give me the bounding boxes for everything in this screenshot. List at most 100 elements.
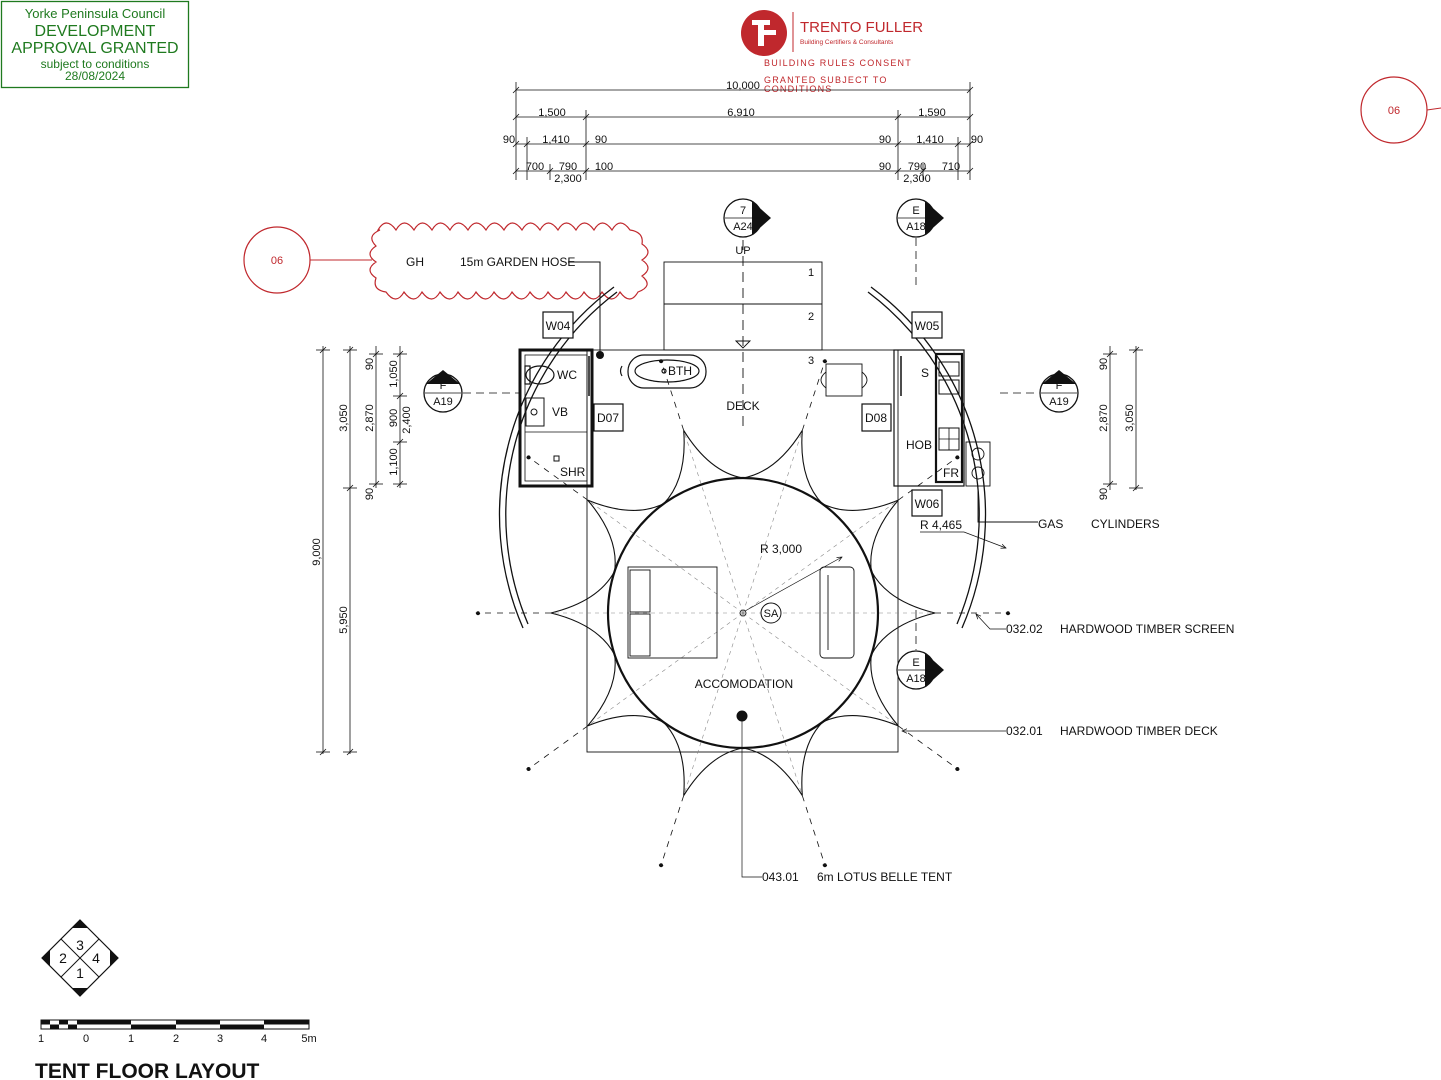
section-marker-e-a18-top: E A18 <box>896 198 944 290</box>
room-bth: BTH <box>668 364 692 378</box>
window-tag-w05: W05 <box>911 311 943 339</box>
dim-left: 1,500 <box>538 107 566 119</box>
tent-peg <box>1005 610 1011 616</box>
tent-spoke <box>587 612 744 727</box>
section-f-right-bottom: A19 <box>1049 396 1069 408</box>
stair-step-1: 1 <box>808 267 814 279</box>
dim-left-overall: 9,000 <box>311 538 323 566</box>
approval-stamp: Yorke Peninsula Council DEVELOPMENT APPR… <box>0 0 190 89</box>
tent-guy-rope <box>898 456 958 501</box>
section-marker-f-a19-right: F A19 <box>1000 370 1079 413</box>
dim-middle: 6,910 <box>727 107 755 119</box>
tent-guy-rope <box>660 360 685 431</box>
stairs-up-label: UP <box>735 245 750 257</box>
callout-tent: 043.01 6m LOTUS BELLE TENT <box>741 716 953 884</box>
revision-tag-left-label: 06 <box>271 255 283 267</box>
top-dimensions <box>512 82 974 180</box>
dim-left-b: 90 <box>364 488 376 500</box>
top-dimension-labels: 10,000 1,500 6,910 1,590 90 1,410 90 90 … <box>503 80 983 185</box>
section-7-bottom: A24 <box>733 221 753 233</box>
tent-guy-rope <box>801 360 826 431</box>
section-f-left-bottom: A19 <box>433 396 453 408</box>
screen-radius: R 4,465 <box>920 518 962 532</box>
bed <box>627 566 718 659</box>
certifier-consent: BUILDING RULES CONSENT <box>764 58 912 68</box>
section-e-top-bottom: A18 <box>906 221 926 233</box>
window-tag-w04-label: W04 <box>546 319 571 333</box>
orientation-n3: 4 <box>92 950 100 966</box>
section-7-top: 7 <box>740 205 746 217</box>
stair-step-3: 3 <box>808 355 814 367</box>
stamp-line1: DEVELOPMENT <box>35 23 156 40</box>
section-e-bottom-top: E <box>912 657 919 669</box>
room-deck: DECK <box>726 399 759 413</box>
room-wc: WC <box>557 368 577 382</box>
section-marker-7-a24: 7 A24 <box>723 198 771 238</box>
scale-label-3: 2 <box>173 1033 179 1045</box>
section-e-top-top: E <box>912 205 919 217</box>
smoke-alarm-symbol: SA <box>760 602 782 624</box>
tent-guy-rope <box>660 795 685 866</box>
bath-fixture <box>619 354 707 389</box>
dim-left-d: 900 <box>388 409 400 427</box>
window-tag-w05-label: W05 <box>915 319 940 333</box>
stair-step-2: 2 <box>808 311 814 323</box>
dim-r3-r2: 790 <box>908 161 926 173</box>
dim-left-upper: 3,050 <box>338 404 350 432</box>
dim-r3-r1: 90 <box>879 161 891 173</box>
window-tag-w06: W06 <box>911 489 943 517</box>
kitchen-unit <box>893 349 1038 523</box>
room-fridge: FR <box>943 466 959 480</box>
tent-peg <box>526 455 531 460</box>
deck-table <box>820 363 868 397</box>
callout-gas-label: GAS <box>1038 517 1063 531</box>
orientation-n4: 1 <box>76 965 84 981</box>
dim-r3-l1: 700 <box>526 161 544 173</box>
dim-r3-l2: 790 <box>559 161 577 173</box>
callout-tent-code: 043.01 <box>762 870 799 884</box>
tent-peg <box>822 862 828 868</box>
tent-guy-rope <box>801 795 826 866</box>
timber-screen <box>498 286 987 629</box>
callout-deck-text: HARDWOOD TIMBER DECK <box>1060 724 1218 738</box>
dim-overall: 10,000 <box>726 80 760 92</box>
tent-peg <box>526 766 531 771</box>
callout-screen-code: 032.02 <box>1006 622 1043 636</box>
right-dimensions <box>1103 346 1143 492</box>
certifier-conditions: CONDITIONS <box>764 84 833 94</box>
room-hob: HOB <box>906 438 932 452</box>
window-tag-w06-label: W06 <box>915 497 940 511</box>
dim-left-lower: 5,950 <box>338 606 350 634</box>
dim-r2-a: 90 <box>503 134 515 146</box>
certifier-logo: TRENTO FULLER Building Certifiers & Cons… <box>741 10 923 94</box>
revision-tag-left: 06 <box>243 226 372 294</box>
door-tag-d07: D07 <box>593 403 624 432</box>
dim-r2-e: 1,410 <box>916 134 944 146</box>
smoke-alarm-label: SA <box>764 608 779 620</box>
stamp-date: 28/08/2024 <box>65 69 125 83</box>
scale-label-2: 1 <box>128 1033 134 1045</box>
orientation-n1: 3 <box>76 937 84 953</box>
stamp-line2: APPROVAL GRANTED <box>11 40 178 57</box>
tent-peg <box>658 358 664 364</box>
tent-spoke <box>742 430 803 614</box>
scale-label-4: 3 <box>217 1033 223 1045</box>
room-vb: VB <box>552 405 568 419</box>
dim-left-f: 1,100 <box>388 448 400 476</box>
dim-r2-d: 90 <box>879 134 891 146</box>
dim-left-inner: 2,870 <box>364 404 376 432</box>
tent-spoke <box>587 499 744 614</box>
certifier-granted: GRANTED SUBJECT TO <box>764 75 888 85</box>
dim-r3-r3: 710 <box>942 161 960 173</box>
orientation-marker: 3 2 4 1 <box>41 919 119 997</box>
section-marker-f-a19-left: F A19 <box>423 370 520 413</box>
dim-r3-l4: 2,300 <box>554 173 582 185</box>
sofa <box>819 566 855 659</box>
dim-r2-b: 1,410 <box>542 134 570 146</box>
cloud-code: GH <box>406 255 424 269</box>
tent-peg <box>475 610 481 616</box>
tent-spoke <box>742 499 899 614</box>
tent-peg <box>822 358 828 364</box>
dim-right-outer: 3,050 <box>1124 404 1136 432</box>
